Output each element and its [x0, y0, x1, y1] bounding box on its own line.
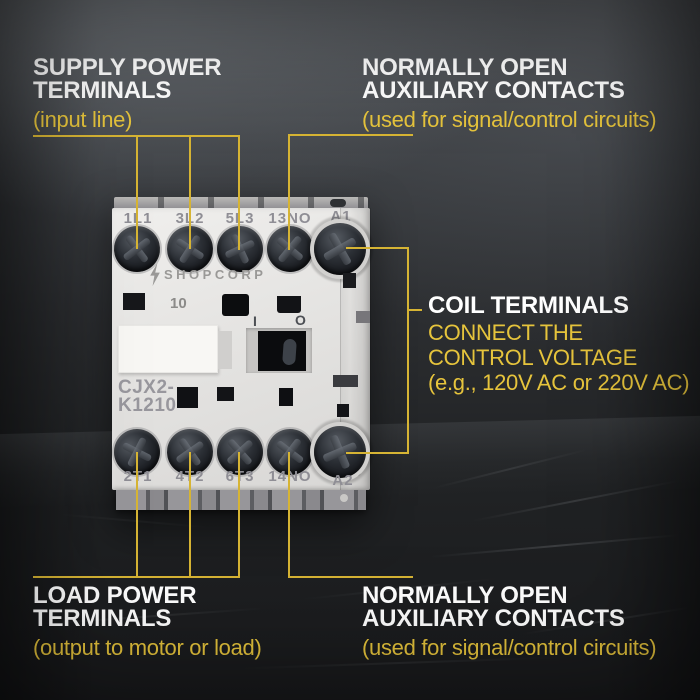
callout-aux-contacts-top: NORMALLY OPEN AUXILIARY CONTACTS (used f…: [362, 54, 657, 133]
callout-subtitle: (used for signal/control circuits): [362, 107, 657, 132]
connector-line-coil: [407, 309, 422, 311]
clamp-slot: [277, 296, 301, 313]
terminal-label-a1: A1: [330, 208, 352, 225]
flange-slot: [330, 199, 346, 207]
surface-scratch: [60, 513, 210, 529]
rating-label: 10: [170, 295, 187, 312]
state-indicator-window: [258, 331, 306, 371]
callout-aux-contacts-bottom: NORMALLY OPEN AUXILIARY CONTACTS (used f…: [362, 582, 657, 661]
surface-scratch: [430, 534, 680, 558]
connector-line-aux-bottom: [288, 576, 413, 578]
connector-line-supply: [238, 136, 240, 250]
connector-line-coil: [346, 452, 409, 454]
callout-coil-terminals: COIL TERMINALS CONNECT THE CONTROL VOLTA…: [428, 292, 690, 396]
connector-line-load: [33, 576, 240, 578]
clamp-slot: [279, 388, 293, 406]
connector-line-supply: [189, 136, 191, 249]
connector-line-aux-top: [288, 134, 290, 250]
lightning-bolt-icon: [150, 263, 160, 286]
connector-line-coil: [407, 247, 409, 454]
callout-title: NORMALLY OPEN AUXILIARY CONTACTS: [362, 582, 625, 632]
connector-line-load: [189, 452, 191, 578]
clamp-slot: [222, 294, 249, 316]
bottom-mounting-fins: [116, 490, 366, 510]
callout-title: LOAD POWER TERMINALS: [33, 582, 197, 632]
brand-name: SHOPCORP: [164, 267, 267, 282]
callout-title: NORMALLY OPEN AUXILIARY CONTACTS: [362, 54, 625, 104]
connector-line-load: [136, 452, 138, 578]
callout-load-power: LOAD POWER TERMINALS (output to motor or…: [33, 582, 262, 661]
terminal-label-a2: A2: [332, 472, 354, 489]
indicator-off-mark: O: [295, 312, 306, 328]
connector-line-aux-bottom: [288, 452, 290, 578]
blank-marking-label: [118, 325, 218, 373]
callout-subtitle: (used for signal/control circuits): [362, 635, 657, 660]
side-slot: [333, 375, 358, 387]
terminal-label-14no: 14NO: [268, 468, 312, 485]
callout-title: SUPPLY POWER TERMINALS: [33, 54, 222, 104]
side-hole: [353, 468, 361, 476]
state-indicator-mark: [282, 338, 297, 366]
connector-line-load: [238, 452, 240, 578]
fin-hole: [340, 494, 348, 502]
label-tab: [218, 331, 232, 369]
callout-subtitle: (output to motor or load): [33, 635, 262, 660]
callout-supply-power: SUPPLY POWER TERMINALS (input line): [33, 54, 222, 133]
clamp-slot: [177, 387, 198, 408]
contactor-device: 1L1 3L2 5L3 13NO A1 SHOPCORP 10 I O CJX2…: [108, 196, 374, 514]
side-marker: [356, 311, 370, 323]
callout-subtitle: CONNECT THE CONTROL VOLTAGE (e.g., 120V …: [428, 320, 690, 395]
side-slot: [337, 404, 349, 417]
clamp-slot: [217, 387, 234, 401]
connector-line-supply: [136, 136, 138, 249]
side-slot: [343, 273, 356, 288]
clamp-slot: [123, 293, 145, 310]
indicator-on-mark: I: [253, 313, 257, 329]
connector-line-aux-top: [288, 134, 413, 136]
callout-title: COIL TERMINALS: [428, 292, 629, 319]
top-mounting-flange: [114, 197, 368, 209]
connector-line-coil: [346, 247, 409, 249]
callout-subtitle: (input line): [33, 107, 133, 132]
model-number: CJX2- K1210: [118, 377, 177, 416]
